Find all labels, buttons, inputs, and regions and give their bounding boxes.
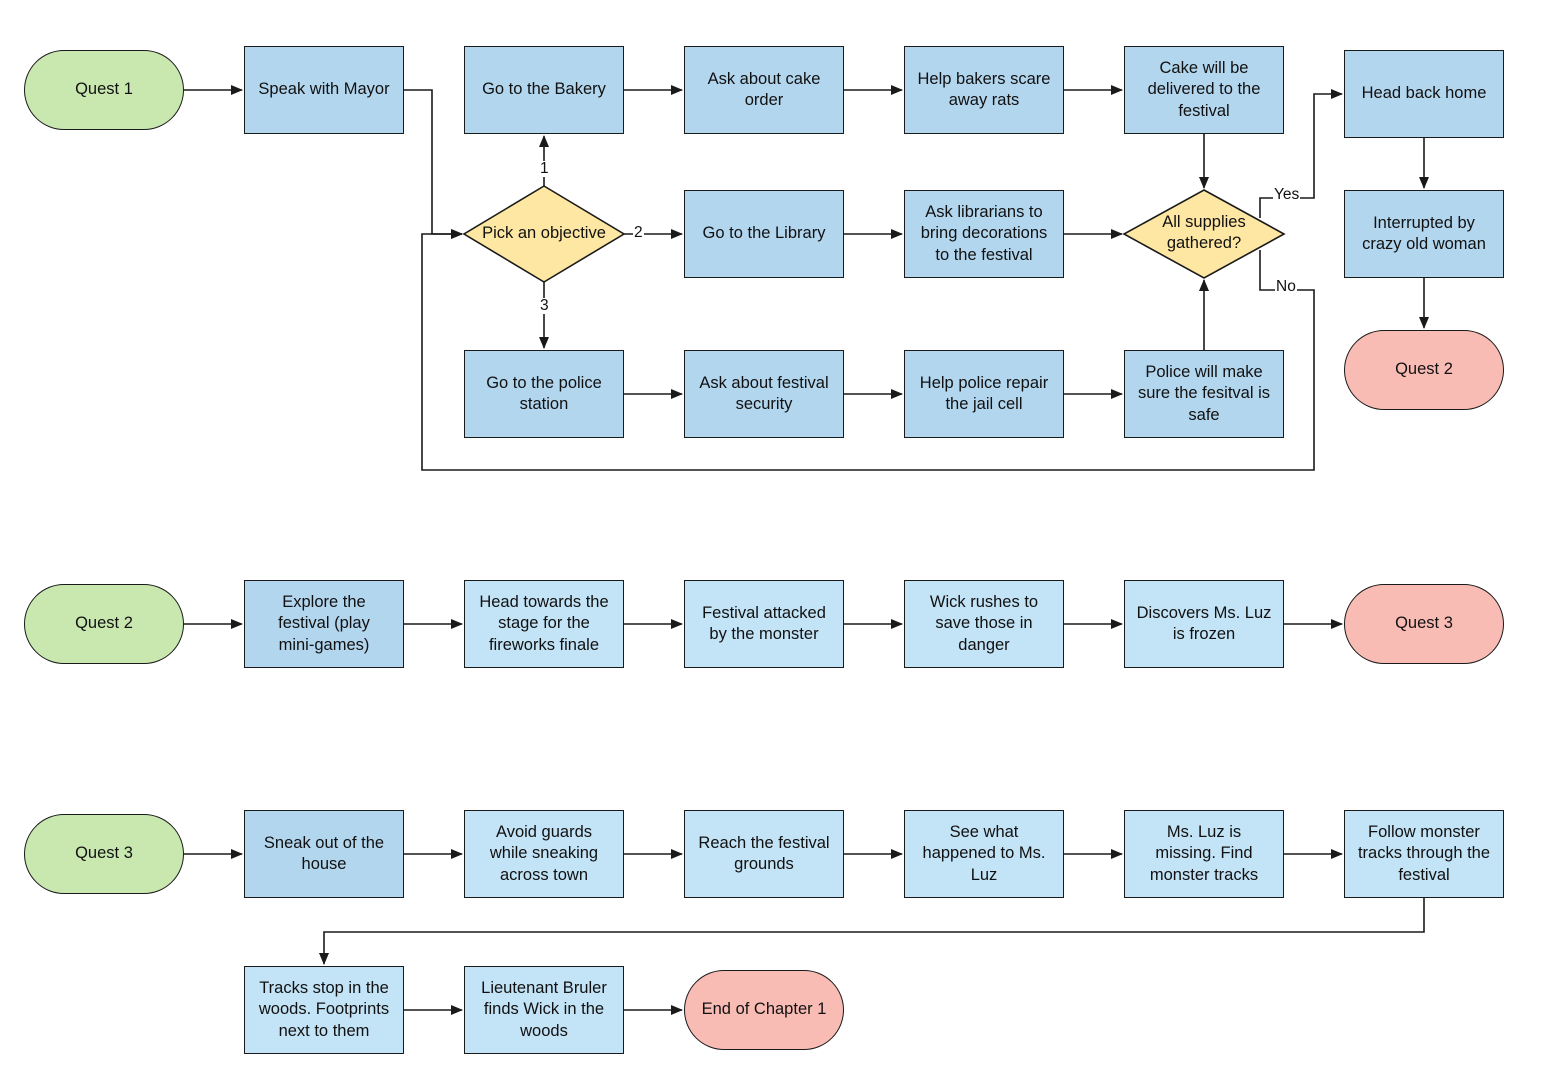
help-police-repair-jail: Help police repair the jail cell xyxy=(904,350,1064,438)
help-bakers-scare-rats: Help bakers scare away rats xyxy=(904,46,1064,134)
wick-rushes-to-save: Wick rushes to save those in danger xyxy=(904,580,1064,668)
quest1-start: Quest 1 xyxy=(24,50,184,130)
go-to-police-station: Go to the police station xyxy=(464,350,624,438)
decision-supplies-check-shape xyxy=(1122,189,1286,279)
edge-label-1: 1 xyxy=(539,160,550,177)
quest3-start: Quest 3 xyxy=(24,814,184,894)
discovers-luz-frozen: Discovers Ms. Luz is frozen xyxy=(1124,580,1284,668)
pick-an-objective-label: Pick an objective xyxy=(482,224,606,243)
edge-speak-mayor-to-pick-objective xyxy=(404,89,463,239)
ask-about-cake-order: Ask about cake order xyxy=(684,46,844,134)
see-what-happened: See what happened to Ms. Luz xyxy=(904,810,1064,898)
all-supplies-gathered-label: All supplies gathered? xyxy=(1162,212,1246,253)
head-back-home: Head back home xyxy=(1344,50,1504,138)
end-of-chapter-1: End of Chapter 1 xyxy=(684,970,844,1050)
reach-festival-grounds: Reach the festival grounds xyxy=(684,810,844,898)
festival-attacked: Festival attacked by the monster xyxy=(684,580,844,668)
quest2-start: Quest 2 xyxy=(24,584,184,664)
edge-label-no: No xyxy=(1275,278,1297,295)
edge-label-2: 2 xyxy=(633,224,644,241)
go-to-bakery: Go to the Bakery xyxy=(464,46,624,134)
edge-label-3: 3 xyxy=(539,297,550,314)
luz-missing-find-tracks: Ms. Luz is missing. Find monster tracks xyxy=(1124,810,1284,898)
follow-monster-tracks: Follow monster tracks through the festiv… xyxy=(1344,810,1504,898)
interrupted-by-old-woman: Interrupted by crazy old woman xyxy=(1344,190,1504,278)
ask-librarians-decorations: Ask librarians to bring decorations to t… xyxy=(904,190,1064,278)
speak-with-mayor: Speak with Mayor xyxy=(244,46,404,134)
avoid-guards: Avoid guards while sneaking across town xyxy=(464,810,624,898)
go-to-library: Go to the Library xyxy=(684,190,844,278)
decision-pick-objective-shape xyxy=(462,185,626,283)
edge-yes-to-head-home xyxy=(1259,89,1343,218)
head-towards-stage: Head towards the stage for the fireworks… xyxy=(464,580,624,668)
tracks-stop-in-woods: Tracks stop in the woods. Footprints nex… xyxy=(244,966,404,1054)
cake-delivered-festival: Cake will be delivered to the festival xyxy=(1124,46,1284,134)
edge-label-yes: Yes xyxy=(1273,186,1301,203)
quest3-end-marker: Quest 3 xyxy=(1344,584,1504,664)
explore-festival: Explore the festival (play mini-games) xyxy=(244,580,404,668)
ask-about-festival-security: Ask about festival security xyxy=(684,350,844,438)
police-make-festival-safe: Police will make sure the fesitval is sa… xyxy=(1124,350,1284,438)
sneak-out-of-house: Sneak out of the house xyxy=(244,810,404,898)
bruler-finds-wick: Lieutenant Bruler finds Wick in the wood… xyxy=(464,966,624,1054)
edge-no-loop-back xyxy=(421,229,1315,471)
edge-follow-tracks-to-tracks-stop xyxy=(319,898,1425,965)
quest2-end-marker: Quest 2 xyxy=(1344,330,1504,410)
